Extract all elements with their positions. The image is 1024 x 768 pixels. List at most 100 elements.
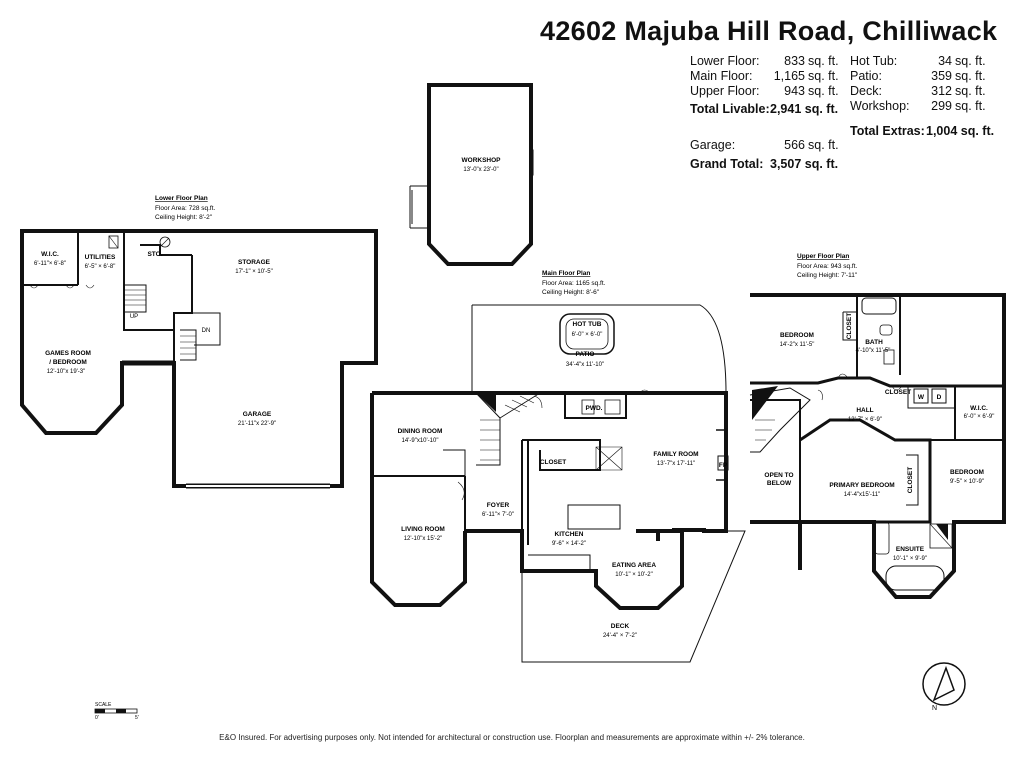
hot-tub-label: Hot Tub:	[850, 54, 898, 68]
ensuite-name: ENSUITE	[896, 546, 925, 553]
utilities-dim: 6'-5" × 6'-8"	[85, 264, 116, 270]
upper-stair-fill	[752, 386, 778, 420]
lower-up-label: UP	[130, 314, 138, 320]
grand-total-label: Grand Total:	[690, 157, 764, 171]
eating-name: EATING AREA	[612, 562, 656, 569]
wic-upper-name: W.I.C.	[970, 405, 988, 412]
main-floor-value: 1,165	[773, 69, 805, 83]
kitchen-dim: 9'-6" × 14'-2"	[552, 541, 586, 547]
hall-name: HALL	[856, 407, 873, 414]
bedroom1-dim: 14'-2"x 11'-5"	[780, 342, 815, 348]
lower-floor-label: Lower Floor:	[690, 54, 760, 68]
main-floor-walls	[370, 304, 746, 663]
utilities-name: UTILITIES	[85, 254, 116, 261]
closet-main-name: CLOSET	[540, 459, 566, 466]
garage-name: GARAGE	[243, 411, 272, 418]
bedroom1-name: BEDROOM	[780, 332, 814, 339]
total-livable-label: Total Livable:	[690, 102, 770, 116]
wic-lower-name: W.I.C.	[41, 251, 59, 258]
family-name: FAMILY ROOM	[653, 451, 698, 458]
workshop-outline	[409, 83, 534, 266]
property-title: 42602 Majuba Hill Road, Chilliwack	[540, 16, 998, 46]
main-floor-label: Main Floor:	[690, 69, 753, 83]
closet-up3-name: CLOSET	[907, 467, 914, 493]
patio-name: PATIO	[576, 351, 595, 358]
lower-floor-value: 833	[784, 54, 805, 68]
deck-unit: sq. ft.	[955, 84, 986, 98]
workshop-name: WORKSHOP	[462, 157, 502, 164]
garage-unit: sq. ft.	[808, 138, 839, 152]
lower-plan-ceiling: Ceiling Height: 8'-2"	[155, 214, 213, 221]
upper-floor-unit: sq. ft.	[808, 84, 839, 98]
workshop-unit: sq. ft.	[955, 99, 986, 113]
scale-end: 5'	[135, 715, 139, 721]
pwd-name: PWD.	[586, 405, 603, 412]
eating-dim: 10'-1" × 10'-2"	[615, 572, 652, 578]
garage-label: Garage:	[690, 138, 736, 152]
storage-dim: 17'-1" × 10'-5"	[235, 269, 272, 275]
bath-dim: 4'-10"x 11'-5"	[856, 348, 891, 354]
total-extras-label: Total Extras:	[850, 124, 925, 138]
upper-plan-ceiling: Ceiling Height: 7'-11"	[797, 272, 858, 279]
sto-name: STO.	[147, 251, 162, 258]
fp-label: FP	[719, 462, 728, 469]
primary-name: PRIMARY BEDROOM	[829, 482, 894, 489]
deck-value: 312	[931, 84, 952, 98]
patio-unit: sq. ft.	[955, 69, 986, 83]
lower-dn-label: DN	[202, 328, 211, 334]
games-dim: 12'-10"x 19'-3"	[47, 369, 86, 375]
scale-label: SCALE	[95, 702, 112, 708]
closet-up1-name: CLOSET	[846, 313, 853, 339]
compass-letter: N	[932, 705, 937, 712]
disclaimer-footer: E&O Insured. For advertising purposes on…	[219, 733, 805, 742]
garage-value: 566	[784, 138, 805, 152]
workshop-dim: 13'-0"x 23'-0"	[463, 167, 498, 173]
games-name-2: / BEDROOM	[49, 359, 87, 366]
foyer-name: FOYER	[487, 502, 510, 509]
lower-plan-area: Floor Area: 728 sq.ft.	[155, 205, 216, 212]
total-extras-value: 1,004 sq. ft.	[926, 124, 995, 138]
total-livable-value: 2,941 sq. ft.	[770, 102, 839, 116]
open-below-name-2: BELOW	[767, 480, 792, 487]
upper-floor-label: Upper Floor:	[690, 84, 760, 98]
hot-tub-name: HOT TUB	[573, 321, 602, 328]
bedroom2-dim: 9'-5" × 10'-9"	[950, 479, 984, 485]
living-name: LIVING ROOM	[401, 526, 445, 533]
games-name: GAMES ROOM	[45, 350, 91, 357]
open-below-name: OPEN TO	[764, 472, 793, 479]
compass-icon: N	[922, 662, 966, 712]
main-plan-ceiling: Ceiling Height: 8'-6"	[542, 289, 600, 296]
main-plan-area: Floor Area: 1165 sq.ft.	[542, 280, 606, 287]
deck-dim: 24'-4" × 7'-2"	[603, 633, 637, 639]
upper-floor-value: 943	[784, 84, 805, 98]
ensuite-dim: 10'-1" × 9'-9"	[893, 556, 927, 562]
dining-name: DINING ROOM	[398, 428, 443, 435]
wic-lower-dim: 6'-11"× 6'-8"	[34, 261, 66, 267]
garage-dim: 21'-11"x 22'-9"	[238, 421, 276, 427]
lower-plan-heading: Lower Floor Plan	[155, 195, 208, 202]
deck-label: Deck:	[850, 84, 882, 98]
upper-floor-walls	[749, 293, 1006, 599]
kitchen-name: KITCHEN	[555, 531, 584, 538]
storage-name: STORAGE	[238, 259, 271, 266]
upper-plan-area: Floor Area: 943 sq.ft.	[797, 263, 858, 270]
deck-name: DECK	[611, 623, 630, 630]
lower-floor-walls	[20, 229, 378, 489]
scale-bar: SCALE 0' 5'	[94, 702, 139, 721]
hot-tub-dim: 6'-0" × 6'-0"	[572, 332, 603, 338]
grand-total-value: 3,507 sq. ft.	[770, 157, 839, 171]
patio-dim: 34'-4"x 11'-10"	[566, 362, 604, 368]
bedroom2-name: BEDROOM	[950, 469, 984, 476]
dining-dim: 14'-9"x10'-10"	[402, 438, 439, 444]
living-dim: 12'-10"x 15'-2"	[404, 536, 443, 542]
foyer-dim: 6'-11"× 7'-0"	[482, 512, 514, 518]
washer-label: W	[918, 394, 925, 401]
workshop-value: 299	[931, 99, 952, 113]
primary-dim: 14'-4"x15'-11"	[844, 492, 880, 498]
closet-up2-name: CLOSET	[885, 389, 911, 396]
hot-tub-value: 34	[938, 54, 952, 68]
lower-floor-unit: sq. ft.	[808, 54, 839, 68]
main-floor-unit: sq. ft.	[808, 69, 839, 83]
wic-upper-dim: 6'-0" × 6'-9"	[964, 414, 995, 420]
